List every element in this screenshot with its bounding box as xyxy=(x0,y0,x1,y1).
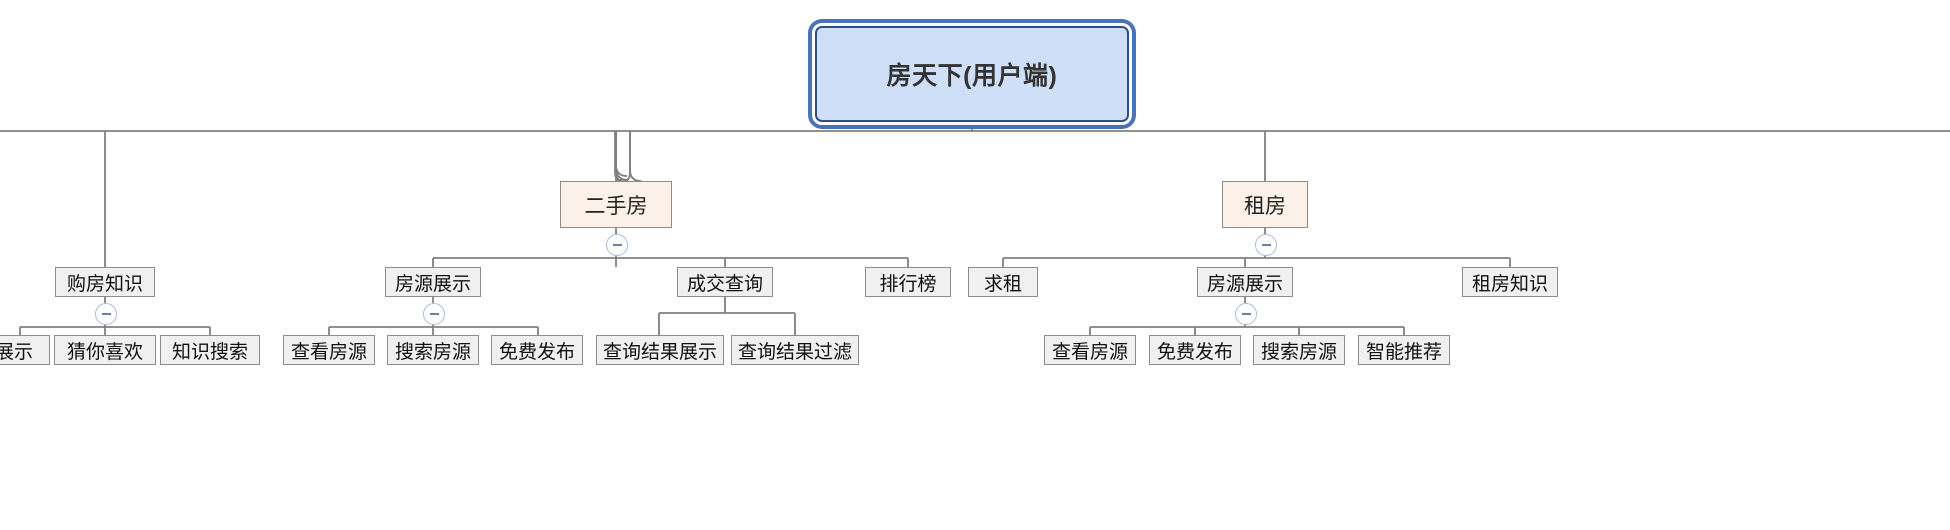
sub-node-label: 租房知识 xyxy=(1471,273,1548,295)
sub-node-fangyuanzhanshi-zufang[interactable]: 房源展示 xyxy=(1197,267,1293,297)
leaf-node-zhishisousuo[interactable]: 知识搜索 xyxy=(160,335,260,365)
collapse-toggle-zufang[interactable] xyxy=(1255,234,1277,256)
leaf-node-zhinengtuijian[interactable]: 智能推荐 xyxy=(1358,335,1450,365)
leaf-node-label: 查询结果过滤 xyxy=(737,341,852,363)
sub-node-zufangzhishi[interactable]: 租房知识 xyxy=(1462,267,1558,297)
collapse-toggle-goufangzhishi[interactable] xyxy=(95,303,117,325)
sub-node-label: 房源展示 xyxy=(1206,273,1283,295)
leaf-node-label: 免费发布 xyxy=(1156,341,1233,363)
leaf-node-label: 免费发布 xyxy=(498,341,575,363)
collapse-toggle-ershoufang[interactable] xyxy=(606,234,628,256)
sub-node-label: 房源展示 xyxy=(394,273,471,295)
leaf-node-label: 智能推荐 xyxy=(1365,341,1442,363)
minus-icon xyxy=(101,313,111,315)
leaf-node-chakanfangyuan-ershou[interactable]: 查看房源 xyxy=(283,335,375,365)
minus-icon xyxy=(429,313,439,315)
category-node-zufang[interactable]: 租房 xyxy=(1222,181,1308,228)
leaf-node-label: 搜索房源 xyxy=(394,341,471,363)
leaf-node-label: 查看房源 xyxy=(1051,341,1128,363)
collapse-toggle-fangyuanzhanshi-zufang[interactable] xyxy=(1235,303,1257,325)
leaf-node-chakanfangyuan-zufang[interactable]: 查看房源 xyxy=(1044,335,1136,365)
sub-node-label: 求租 xyxy=(983,273,1022,295)
minus-icon xyxy=(1261,244,1271,246)
sub-node-label: 购房知识 xyxy=(66,273,143,295)
sub-node-chengjiaochaxun[interactable]: 成交查询 xyxy=(677,267,773,297)
leaf-node-label: 展示 xyxy=(0,341,33,363)
leaf-node-label: 搜索房源 xyxy=(1260,341,1337,363)
sub-node-label: 排行榜 xyxy=(879,273,937,295)
collapse-toggle-fangyuanzhanshi-ershou[interactable] xyxy=(423,303,445,325)
sub-node-paihangbang[interactable]: 排行榜 xyxy=(865,267,951,297)
leaf-node-chaxunjieguozhanshi[interactable]: 查询结果展示 xyxy=(596,335,724,365)
sub-node-fangyuanzhanshi-ershou[interactable]: 房源展示 xyxy=(385,267,481,297)
root-node[interactable]: 房天下(用户端) xyxy=(815,26,1129,122)
sub-node-qiuzu[interactable]: 求租 xyxy=(968,267,1038,297)
category-node-label: 二手房 xyxy=(584,194,648,218)
category-node-ershoufang[interactable]: 二手房 xyxy=(560,181,672,228)
leaf-node-sousuofangyuan-ershou[interactable]: 搜索房源 xyxy=(387,335,479,365)
leaf-node-chaxunjieguoguolv[interactable]: 查询结果过滤 xyxy=(731,335,859,365)
minus-icon xyxy=(1241,313,1251,315)
leaf-node-cainixihuan[interactable]: 猜你喜欢 xyxy=(54,335,156,365)
leaf-node-label: 查询结果展示 xyxy=(602,341,717,363)
sub-node-goufangzhishi[interactable]: 购房知识 xyxy=(55,267,155,297)
leaf-node-mianfeifabu-zufang[interactable]: 免费发布 xyxy=(1149,335,1241,365)
category-node-label: 租房 xyxy=(1244,194,1286,218)
leaf-node-label: 猜你喜欢 xyxy=(66,341,143,363)
leaf-node-label: 知识搜索 xyxy=(171,341,248,363)
leaf-node-sousuofangyuan-zufang[interactable]: 搜索房源 xyxy=(1253,335,1345,365)
sub-node-label: 成交查询 xyxy=(686,273,763,295)
leaf-node-label: 查看房源 xyxy=(290,341,367,363)
minus-icon xyxy=(612,244,622,246)
root-node-label: 房天下(用户端) xyxy=(886,62,1058,90)
leaf-node-zhanshi[interactable]: 展示 xyxy=(0,335,50,365)
leaf-node-mianfeifabu-ershou[interactable]: 免费发布 xyxy=(491,335,583,365)
